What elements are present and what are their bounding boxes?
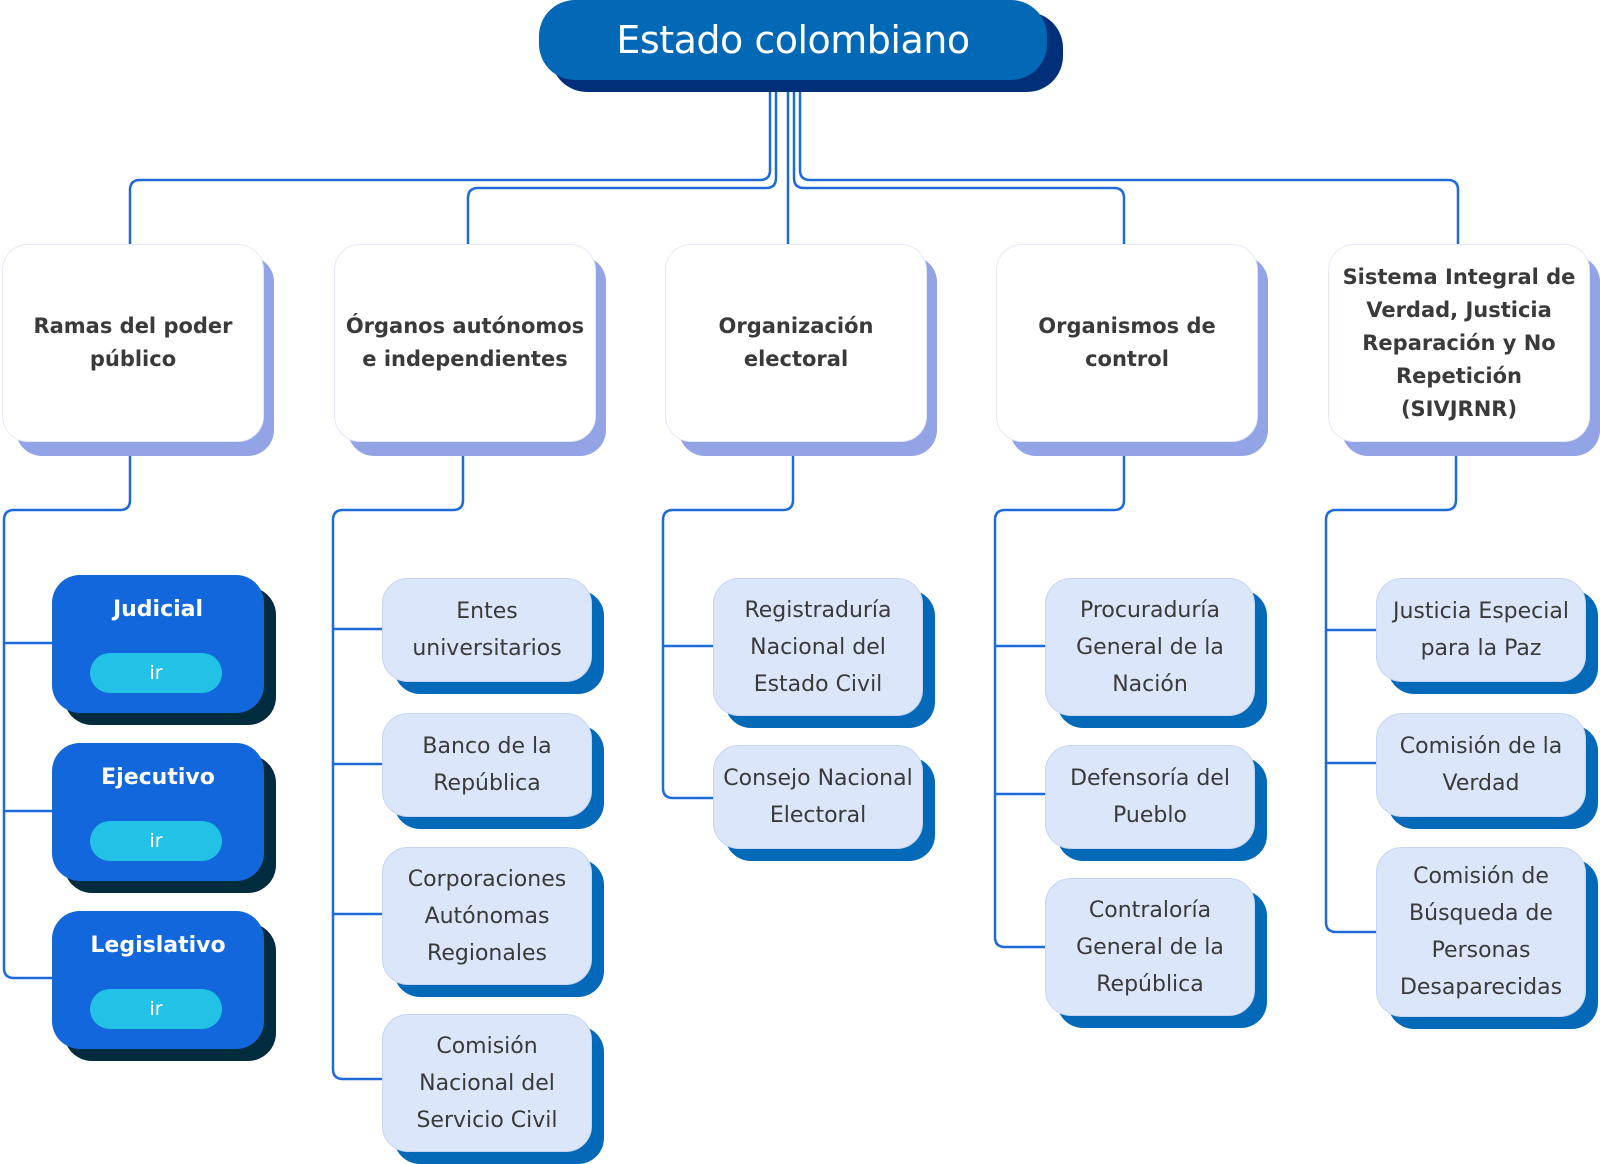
subitem-face: Banco de la República [382, 713, 592, 817]
connector-organos-trunk [331, 450, 465, 1081]
connector-root-to-organos [466, 88, 778, 244]
category-control: Organismos de control [996, 244, 1268, 456]
subitem-busqueda-personas: Comisión de Búsqueda de Personas Desapar… [1376, 847, 1598, 1029]
connector-root-to-control [792, 88, 1126, 244]
subitem-face: Procuraduría General de la Nación [1045, 578, 1255, 716]
category-organos: Órganos autónomos e independientes [334, 244, 606, 456]
subitem-face: Entes universitarios [382, 578, 592, 682]
subitem-label: Contraloría General de la República [1076, 897, 1224, 997]
category-face: Órganos autónomos e independientes [334, 244, 596, 442]
connector-root-to-ramas [128, 88, 772, 244]
subitem-face: Comisión de la Verdad [1376, 713, 1586, 817]
category-electoral: Organización electoral [665, 244, 937, 456]
subitem-label: Comisión de Búsqueda de Personas Desapar… [1399, 864, 1563, 1000]
category-face: Organismos de control [996, 244, 1258, 442]
subitem-face: Corporaciones Autónomas Regionales [382, 847, 592, 985]
connector-ramas-trunk [2, 450, 132, 980]
go-button-judicial[interactable]: ir [90, 653, 222, 693]
subitem-label: Justicia Especial para la Paz [1393, 599, 1569, 661]
category-face: Sistema Integral de Verdad, Justicia Rep… [1328, 244, 1590, 442]
subitem-jep: Justicia Especial para la Paz [1376, 578, 1598, 694]
connector-electoral-trunk [661, 450, 795, 800]
subitem-label: Comisión Nacional del Servicio Civil [416, 1033, 558, 1133]
subitem-comision-verdad: Comisión de la Verdad [1376, 713, 1598, 829]
branch-judicial: Judicial ir [52, 575, 276, 725]
category-label: Organización electoral [718, 314, 874, 371]
subitem-face: Comisión de Búsqueda de Personas Desapar… [1376, 847, 1586, 1017]
subitem-contraloria: Contraloría General de la República [1045, 878, 1267, 1028]
branch-face: Legislativo ir [52, 911, 264, 1049]
go-button-ejecutivo[interactable]: ir [90, 821, 222, 861]
branch-name: Legislativo [90, 933, 226, 958]
subitem-entes-universitarios: Entes universitarios [382, 578, 604, 694]
subitem-registraduria: Registraduría Nacional del Estado Civil [713, 578, 935, 728]
connector-control-trunk [993, 450, 1126, 949]
subitem-label: Registraduría Nacional del Estado Civil [744, 597, 892, 697]
subitem-face: Defensoría del Pueblo [1045, 745, 1255, 849]
root-node: Estado colombiano [539, 0, 1063, 92]
branch-face: Judicial ir [52, 575, 264, 713]
branch-ejecutivo: Ejecutivo ir [52, 743, 276, 893]
connector-sivjrnr-trunk [1324, 450, 1458, 934]
subitem-face: Justicia Especial para la Paz [1376, 578, 1586, 682]
connector-root-to-sivjrnr [798, 88, 1460, 244]
category-label: Sistema Integral de Verdad, Justicia Rep… [1342, 264, 1576, 421]
subitem-label: Consejo Nacional Electoral [723, 766, 913, 828]
subitem-face: Registraduría Nacional del Estado Civil [713, 578, 923, 716]
category-ramas: Ramas del poder público [2, 244, 274, 456]
subitem-label: Defensoría del Pueblo [1070, 766, 1230, 828]
category-face: Organización electoral [665, 244, 927, 442]
subitem-defensoria: Defensoría del Pueblo [1045, 745, 1267, 861]
branch-name: Judicial [112, 597, 204, 622]
subitem-corporaciones: Corporaciones Autónomas Regionales [382, 847, 604, 997]
root-title: Estado colombiano [616, 18, 970, 62]
subitem-cne: Consejo Nacional Electoral [713, 745, 935, 861]
branch-name: Ejecutivo [101, 765, 215, 790]
go-button-legislativo[interactable]: ir [90, 989, 222, 1029]
category-label: Ramas del poder público [33, 314, 233, 371]
category-label: Organismos de control [1038, 314, 1216, 371]
subitem-label: Procuraduría General de la Nación [1076, 597, 1224, 697]
subitem-label: Comisión de la Verdad [1399, 734, 1563, 796]
subitem-label: Banco de la República [422, 734, 552, 796]
branch-face: Ejecutivo ir [52, 743, 264, 881]
category-sivjrnr: Sistema Integral de Verdad, Justicia Rep… [1328, 244, 1600, 456]
subitem-banco-republica: Banco de la República [382, 713, 604, 829]
subitem-face: Contraloría General de la República [1045, 878, 1255, 1016]
subitem-cnsc: Comisión Nacional del Servicio Civil [382, 1014, 604, 1164]
subitem-label: Corporaciones Autónomas Regionales [407, 866, 567, 966]
subitem-face: Consejo Nacional Electoral [713, 745, 923, 849]
root-node-face: Estado colombiano [539, 0, 1047, 80]
category-face: Ramas del poder público [2, 244, 264, 442]
category-label: Órganos autónomos e independientes [345, 314, 585, 371]
subitem-label: Entes universitarios [412, 599, 562, 661]
subitem-procuraduria: Procuraduría General de la Nación [1045, 578, 1267, 728]
subitem-face: Comisión Nacional del Servicio Civil [382, 1014, 592, 1152]
branch-legislativo: Legislativo ir [52, 911, 276, 1061]
